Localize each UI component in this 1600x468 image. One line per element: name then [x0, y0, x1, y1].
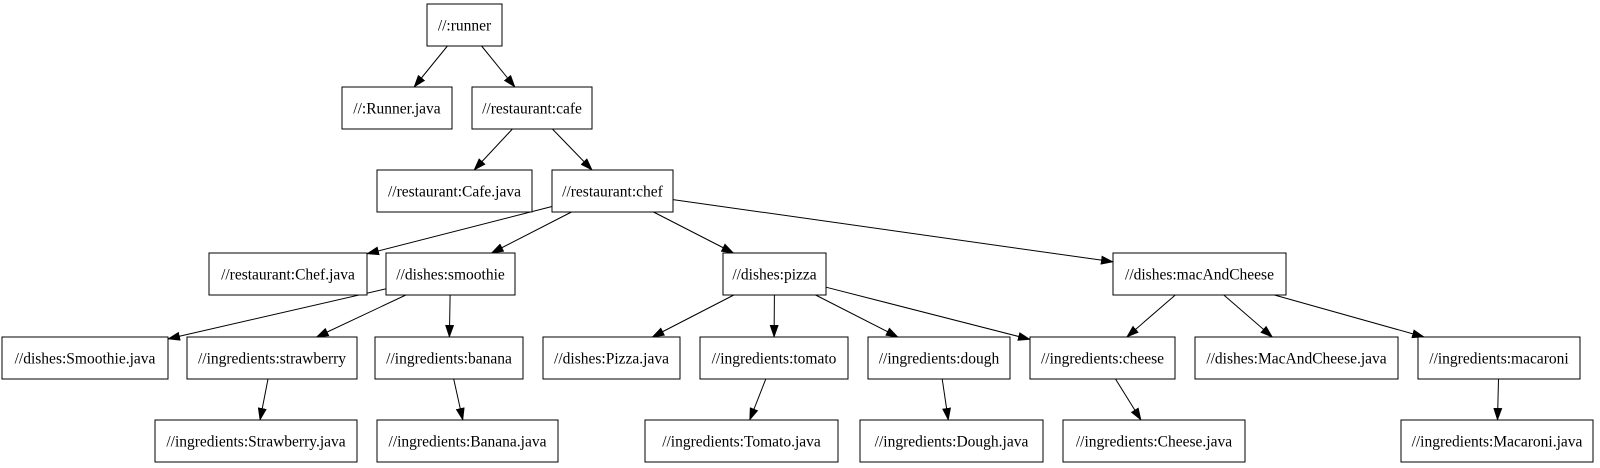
- node-box-banana: [374, 336, 524, 380]
- edge-chef-to-pizza: [653, 211, 735, 254]
- node-label-cheese: //ingredients:cheese: [1041, 351, 1164, 368]
- edge-smoothie-to-strawberry: [315, 294, 407, 338]
- node-runner_java: //:Runner.java: [341, 86, 453, 130]
- edge-runner-to-runner_java: [413, 45, 448, 88]
- node-box-pizza_java: [542, 336, 681, 380]
- node-macaroni: //ingredients:macaroni: [1417, 336, 1581, 380]
- node-label-mac_and_cheese: //dishes:macAndCheese: [1125, 267, 1274, 284]
- node-label-dough_java: //ingredients:Dough.java: [875, 434, 1029, 451]
- node-label-chef: //restaurant:chef: [562, 184, 664, 201]
- node-label-runner: //:runner: [438, 18, 492, 35]
- node-smoothie: //dishes:smoothie: [385, 252, 516, 296]
- node-label-smoothie: //dishes:smoothie: [396, 267, 505, 284]
- node-box-strawberry_java: [154, 419, 358, 463]
- node-label-tomato_java: //ingredients:Tomato.java: [662, 434, 821, 451]
- node-box-mac_and_cheese: [1112, 252, 1287, 296]
- edge-dough-to-dough_java: [941, 378, 951, 421]
- node-label-mac_and_cheese_java: //dishes:MacAndCheese.java: [1206, 351, 1386, 368]
- node-strawberry: //ingredients:strawberry: [186, 336, 358, 380]
- node-label-cafe_java: //restaurant:Cafe.java: [388, 184, 521, 201]
- node-strawberry_java: //ingredients:Strawberry.java: [154, 419, 358, 463]
- edge-pizza-to-cheese: [825, 286, 1031, 341]
- node-box-dough: [867, 336, 1011, 380]
- node-label-macaroni_java: //ingredients:Macaroni.java: [1412, 434, 1583, 451]
- node-box-macaroni: [1417, 336, 1581, 380]
- node-box-cafe: [471, 86, 593, 130]
- node-dough_java: //ingredients:Dough.java: [859, 419, 1044, 463]
- node-box-macaroni_java: [1400, 419, 1594, 463]
- node-box-strawberry: [186, 336, 358, 380]
- node-runner: //:runner: [426, 3, 503, 47]
- node-box-chef: [551, 169, 674, 213]
- edge-cheese-to-cheese_java: [1115, 378, 1142, 421]
- node-box-tomato: [699, 336, 849, 380]
- node-box-tomato_java: [644, 419, 839, 463]
- edge-cafe-to-cafe_java: [473, 128, 513, 171]
- edge-macaroni-to-macaroni_java: [1493, 378, 1503, 421]
- node-box-pizza: [722, 252, 827, 296]
- node-chef_java: //restaurant:Chef.java: [208, 252, 368, 296]
- node-label-runner_java: //:Runner.java: [353, 101, 441, 118]
- edge-mac_and_cheese-to-macaroni: [1274, 294, 1426, 339]
- node-label-smoothie_java: //dishes:Smoothie.java: [15, 351, 156, 368]
- edge-mac_and_cheese-to-cheese: [1126, 294, 1176, 338]
- node-box-cheese_java: [1062, 419, 1246, 463]
- node-box-dough_java: [859, 419, 1044, 463]
- node-label-macaroni: //ingredients:macaroni: [1429, 351, 1569, 368]
- node-pizza_java: //dishes:Pizza.java: [542, 336, 681, 380]
- node-cheese_java: //ingredients:Cheese.java: [1062, 419, 1246, 463]
- node-banana_java: //ingredients:Banana.java: [376, 419, 559, 463]
- node-box-cheese: [1029, 336, 1176, 380]
- node-label-banana_java: //ingredients:Banana.java: [389, 434, 547, 451]
- node-label-dough: //ingredients:dough: [879, 351, 1000, 368]
- edge-pizza-to-dough: [815, 294, 899, 338]
- node-box-runner_java: [341, 86, 453, 130]
- edge-pizza-to-pizza_java: [651, 294, 735, 338]
- node-label-tomato: //ingredients:tomato: [712, 351, 837, 368]
- node-box-chef_java: [208, 252, 368, 296]
- node-label-chef_java: //restaurant:Chef.java: [221, 267, 355, 284]
- node-layer: //:runner //:Runner.java //restaurant:cafe…: [1, 3, 1594, 463]
- node-dough: //ingredients:dough: [867, 336, 1011, 380]
- node-mac_and_cheese_java: //dishes:MacAndCheese.java: [1194, 336, 1399, 380]
- node-cafe: //restaurant:cafe: [471, 86, 593, 130]
- node-tomato: //ingredients:tomato: [699, 336, 849, 380]
- node-cafe_java: //restaurant:Cafe.java: [376, 169, 533, 213]
- edge-smoothie-to-banana: [445, 294, 455, 338]
- node-smoothie_java: //dishes:Smoothie.java: [1, 336, 169, 380]
- node-box-cafe_java: [376, 169, 533, 213]
- node-box-smoothie: [385, 252, 516, 296]
- node-cheese: //ingredients:cheese: [1029, 336, 1176, 380]
- edge-chef-to-mac_and_cheese: [672, 199, 1114, 265]
- node-macaroni_java: //ingredients:Macaroni.java: [1400, 419, 1594, 463]
- edge-strawberry-to-strawberry_java: [257, 378, 269, 421]
- node-box-runner: [426, 3, 503, 47]
- node-pizza: //dishes:pizza: [722, 252, 827, 296]
- edge-cafe-to-chef: [552, 128, 593, 171]
- node-box-mac_and_cheese_java: [1194, 336, 1399, 380]
- node-box-smoothie_java: [1, 336, 169, 380]
- node-label-banana: //ingredients:banana: [386, 351, 512, 368]
- edge-chef-to-chef_java: [366, 206, 553, 256]
- node-mac_and_cheese: //dishes:macAndCheese: [1112, 252, 1287, 296]
- node-label-cheese_java: //ingredients:Cheese.java: [1076, 434, 1232, 451]
- node-label-cafe: //restaurant:cafe: [482, 101, 582, 118]
- edge-chef-to-smoothie: [490, 211, 572, 254]
- node-tomato_java: //ingredients:Tomato.java: [644, 419, 839, 463]
- edge-mac_and_cheese-to-mac_and_cheese_java: [1223, 294, 1274, 338]
- edge-runner-to-cafe: [481, 45, 516, 88]
- edge-layer: [167, 45, 1503, 421]
- node-label-pizza: //dishes:pizza: [732, 267, 816, 284]
- edge-tomato-to-tomato_java: [749, 378, 767, 421]
- node-label-strawberry_java: //ingredients:Strawberry.java: [166, 434, 345, 451]
- edge-smoothie-to-smoothie_java: [167, 288, 387, 341]
- edge-banana-to-banana_java: [453, 378, 465, 421]
- node-banana: //ingredients:banana: [374, 336, 524, 380]
- node-chef: //restaurant:chef: [551, 169, 674, 213]
- node-label-strawberry: //ingredients:strawberry: [198, 351, 346, 368]
- node-label-pizza_java: //dishes:Pizza.java: [554, 351, 669, 368]
- node-box-banana_java: [376, 419, 559, 463]
